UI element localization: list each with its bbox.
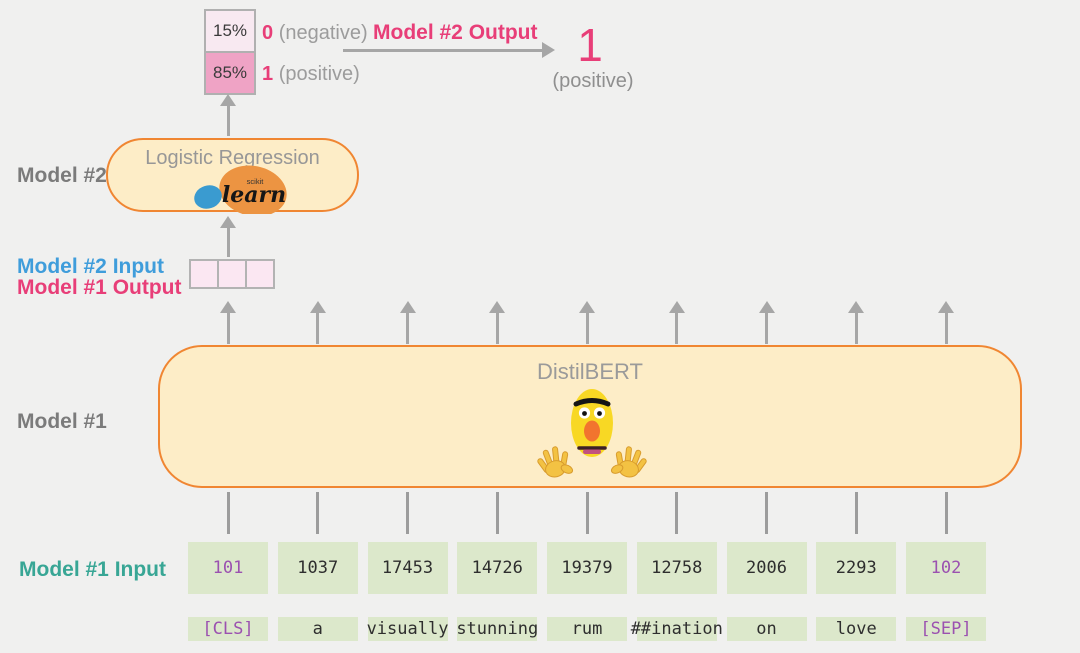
token-id-cell: 17453 (367, 542, 448, 594)
probability-cell-negative: 15% (206, 11, 254, 53)
token-id-cell: 1037 (277, 542, 358, 594)
token-id-cell: 102 (906, 542, 986, 594)
model1-output-label: Model #1 Output (17, 276, 182, 299)
connector-line (675, 492, 679, 534)
connector-line (495, 492, 499, 534)
output-vector-cell (245, 259, 275, 289)
output-arrow-icon (343, 42, 555, 58)
model2-output-label: Model #2 Output (373, 21, 538, 44)
token-id-cell: 101 (188, 542, 268, 594)
legend-negative-value: 0 (262, 22, 274, 44)
token-word-cell: visually (366, 617, 449, 641)
probability-cell-positive: 85% (206, 53, 254, 93)
token-id-cell: 2293 (816, 542, 897, 594)
logistic-regression-box: Logistic Regression scikit learn (106, 138, 359, 214)
token-id-cell: 2006 (726, 542, 807, 594)
sklearn-logo: scikit learn (194, 165, 287, 214)
connector-line (944, 492, 948, 534)
up-arrow-icon (668, 301, 685, 344)
legend-positive-text: (positive) (278, 63, 360, 85)
token-id-cell: 12758 (636, 542, 717, 594)
token-word-cell: [SEP] (906, 617, 986, 641)
token-word-cell: [CLS] (188, 617, 268, 641)
connector-line (316, 492, 320, 534)
result-caption: (positive) (552, 70, 634, 92)
legend-positive: 1 (positive) (262, 63, 360, 86)
output-vector (189, 259, 275, 289)
distilbert-box: DistilBERT (158, 345, 1022, 488)
legend-negative: 0 (negative) (262, 22, 368, 45)
up-arrow-icon (579, 301, 595, 344)
model1-input-label: Model #1 Input (19, 558, 166, 581)
token-word-cell: love (816, 617, 897, 641)
token-word-cell: on (726, 617, 807, 641)
output-vector-cell (189, 259, 219, 289)
svg-text:scikit: scikit (247, 177, 265, 186)
up-arrow-icon (489, 301, 506, 344)
up-arrow-icon (758, 301, 775, 344)
up-arrow-icon (309, 301, 326, 344)
token-id-cell: 14726 (457, 542, 538, 594)
connector-line (585, 492, 589, 534)
model2-label: Model #2 (17, 164, 107, 187)
token-word-cell: a (277, 617, 358, 641)
token-id-cell: 19379 (547, 542, 627, 594)
token-word-cell: ##ination (630, 617, 723, 641)
connector-line (226, 492, 230, 534)
legend-negative-text: (negative) (278, 22, 368, 44)
model1-label: Model #1 (17, 410, 107, 433)
up-arrow-icon (399, 301, 416, 344)
lr-to-output-arrow-icon (220, 94, 236, 136)
up-arrow-icon (220, 301, 236, 344)
up-arrow-icon (848, 301, 865, 344)
token-word-cell: stunning (456, 617, 539, 641)
output-vector-cell (217, 259, 247, 289)
token-word-cell: rum (547, 617, 627, 641)
svg-text:learn: learn (222, 182, 286, 208)
probability-table: 15% 85% (204, 9, 256, 95)
connector-line (406, 492, 409, 534)
distilbert-title: DistilBERT (537, 359, 643, 384)
connector-line (765, 492, 768, 534)
legend-positive-value: 1 (262, 63, 274, 85)
connector-line (854, 492, 858, 534)
up-arrow-icon (938, 301, 954, 344)
result-value: 1 (577, 19, 603, 71)
model2-input-label: Model #2 Input (17, 255, 164, 278)
logistic-regression-title: Logistic Regression (145, 147, 320, 169)
bert-face-icon (537, 389, 647, 478)
vector-to-lr-arrow-icon (220, 216, 236, 257)
